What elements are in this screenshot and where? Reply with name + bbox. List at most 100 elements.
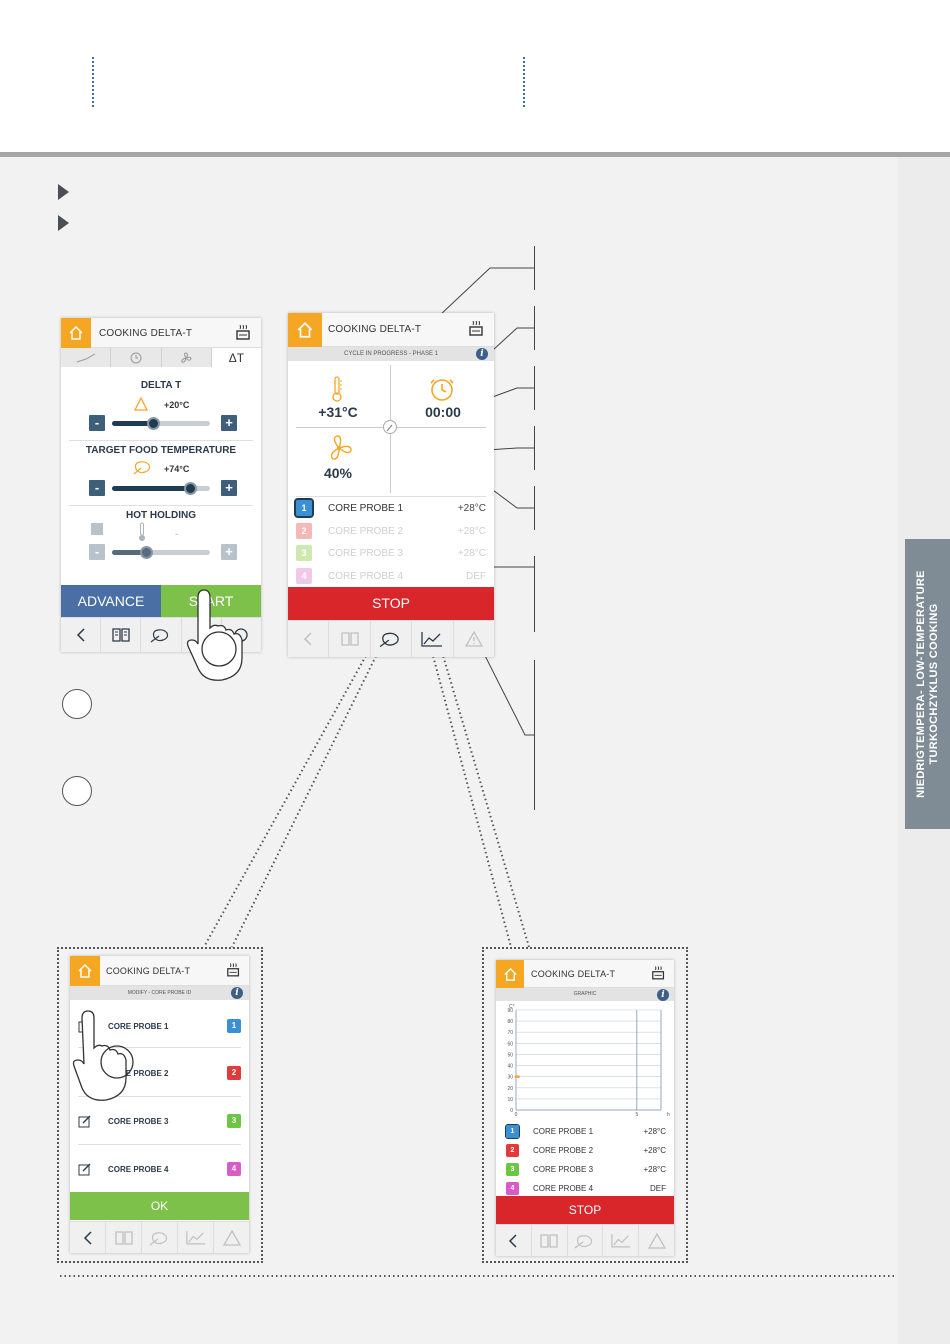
fan-speed-icon bbox=[330, 435, 352, 460]
hot-holding-plus-button[interactable]: + bbox=[221, 544, 237, 560]
nav-back[interactable] bbox=[288, 621, 330, 657]
tab-fan[interactable] bbox=[162, 348, 212, 367]
nav-recipes[interactable] bbox=[532, 1225, 568, 1256]
stop-button[interactable]: STOP bbox=[288, 587, 494, 620]
nav-alerts[interactable] bbox=[214, 1222, 249, 1253]
timer-readout: 00:00 bbox=[425, 404, 461, 420]
probe-row[interactable]: 4 CORE PROBE 4 DEF bbox=[296, 565, 486, 587]
probe-badge: 3 bbox=[296, 545, 312, 561]
graph-y-tick-label: 0 bbox=[510, 1108, 513, 1114]
screen-cycle-in-progress: COOKING DELTA-T CYCLE IN PROGRESS - PHAS… bbox=[288, 313, 494, 657]
nav-recipes[interactable] bbox=[329, 621, 371, 657]
probe-edit-row[interactable]: CORE PROBE 3 3 bbox=[78, 1107, 241, 1135]
nav-graph[interactable] bbox=[412, 621, 454, 657]
tab-preheat[interactable] bbox=[61, 348, 112, 367]
callout-bar-1 bbox=[534, 246, 536, 290]
screen-title: COOKING DELTA-T bbox=[106, 966, 191, 976]
nav-graph[interactable] bbox=[178, 1222, 214, 1253]
temperature-readout: +31°C bbox=[318, 404, 358, 420]
book-icon bbox=[540, 1233, 558, 1248]
delta-t-plus-button[interactable]: + bbox=[221, 415, 237, 431]
probe-badge: 1 bbox=[505, 1123, 520, 1139]
probe-value: +28°C bbox=[643, 1126, 666, 1136]
probe-row[interactable]: 1 CORE PROBE 1 +28°C bbox=[505, 1122, 666, 1140]
tab-bar: ΔT bbox=[61, 348, 261, 367]
step-circle-1 bbox=[62, 689, 92, 719]
probe-row[interactable]: 4 CORE PROBE 4 DEF bbox=[506, 1179, 666, 1197]
start-button[interactable]: START bbox=[161, 585, 261, 617]
nav-probe[interactable] bbox=[141, 618, 182, 652]
bottom-nav bbox=[288, 620, 494, 657]
probe-name: CORE PROBE 1 bbox=[328, 502, 404, 514]
home-icon bbox=[503, 967, 517, 981]
graph-x-tick-label: 0 bbox=[515, 1112, 518, 1118]
target-temp-slider-knob[interactable] bbox=[184, 482, 198, 495]
graph-data-point bbox=[514, 1075, 518, 1078]
graph-y-tick-label: 60 bbox=[507, 1041, 513, 1047]
home-icon bbox=[69, 325, 83, 340]
tab-delta-t-label: ΔT bbox=[228, 350, 245, 365]
delta-t-minus-button[interactable]: - bbox=[89, 415, 105, 431]
advance-button[interactable]: ADVANCE bbox=[61, 585, 161, 617]
screen-header: COOKING DELTA-T bbox=[61, 318, 261, 348]
nav-probe[interactable] bbox=[371, 621, 413, 657]
nav-alerts[interactable] bbox=[454, 621, 494, 657]
clock-icon bbox=[130, 352, 142, 363]
home-button[interactable] bbox=[70, 956, 100, 986]
nav-graph[interactable] bbox=[603, 1225, 640, 1256]
probe-name: CORE PROBE 3 bbox=[533, 1164, 594, 1174]
nav-recipes[interactable] bbox=[101, 618, 142, 652]
hot-holding-slider[interactable] bbox=[112, 546, 210, 559]
delta-t-slider-knob[interactable] bbox=[147, 417, 161, 430]
separator bbox=[78, 1144, 241, 1145]
info-button[interactable]: i bbox=[231, 987, 243, 999]
target-temp-minus-button[interactable]: - bbox=[89, 480, 105, 496]
probe-row[interactable]: 2 CORE PROBE 2 +28°C bbox=[296, 520, 486, 542]
probe-value: +28°C bbox=[457, 525, 486, 537]
probe-row[interactable]: 2 CORE PROBE 2 +28°C bbox=[506, 1141, 666, 1159]
nav-probe[interactable] bbox=[568, 1225, 604, 1256]
target-temp-slider[interactable] bbox=[112, 482, 210, 495]
home-button[interactable] bbox=[496, 960, 524, 988]
core-probe-icon bbox=[133, 461, 151, 475]
info-button[interactable]: i bbox=[476, 348, 488, 360]
edit-center-button[interactable] bbox=[383, 420, 397, 434]
hot-holding-minus-button[interactable]: - bbox=[89, 544, 105, 560]
nav-alerts[interactable] bbox=[639, 1225, 674, 1256]
tab-delta-t[interactable]: ΔT bbox=[211, 348, 261, 367]
callout-bar-2 bbox=[534, 306, 536, 350]
target-temp-plus-button[interactable]: + bbox=[221, 480, 237, 496]
graph-y-tick-label: 70 bbox=[507, 1030, 513, 1036]
nav-back[interactable] bbox=[70, 1222, 106, 1253]
probe-name: CORE PROBE 2 bbox=[533, 1145, 594, 1155]
probe-row[interactable]: 3 CORE PROBE 3 +28°C bbox=[296, 542, 486, 564]
nav-back[interactable] bbox=[496, 1225, 532, 1256]
probe-value: DEF bbox=[466, 570, 486, 582]
info-button[interactable]: i bbox=[657, 989, 669, 1001]
home-button[interactable] bbox=[288, 313, 322, 347]
oven-icon bbox=[236, 325, 250, 340]
nav-recipes[interactable] bbox=[106, 1222, 142, 1253]
probe-edit-row[interactable]: CORE PROBE 4 4 bbox=[78, 1155, 241, 1183]
delta-t-slider[interactable] bbox=[112, 417, 210, 430]
probe-name: CORE PROBE 3 bbox=[108, 1116, 169, 1126]
screen-title: COOKING DELTA-T bbox=[328, 324, 422, 335]
probe-row[interactable]: 3 CORE PROBE 3 +28°C bbox=[506, 1160, 666, 1178]
callout-bar-4 bbox=[534, 426, 536, 470]
probe-row[interactable]: 1 CORE PROBE 1 +28°C bbox=[294, 497, 486, 519]
nav-probe[interactable] bbox=[142, 1222, 178, 1253]
home-button[interactable] bbox=[61, 318, 91, 348]
hot-holding-slider-knob[interactable] bbox=[140, 546, 154, 559]
stop-button[interactable]: STOP bbox=[496, 1196, 674, 1224]
ok-button[interactable]: OK bbox=[70, 1192, 249, 1220]
hot-holding-checkbox[interactable] bbox=[91, 523, 103, 535]
tab-time[interactable] bbox=[111, 348, 162, 367]
target-temp-label: TARGET FOOD TEMPERATURE bbox=[85, 445, 237, 456]
probe-value: +28°C bbox=[457, 502, 486, 514]
screen-subtitle-bar: GRAPHIC bbox=[496, 988, 674, 1001]
nav-back[interactable] bbox=[61, 618, 102, 652]
back-icon bbox=[304, 632, 312, 646]
core-probe-nav-icon bbox=[574, 1234, 593, 1248]
